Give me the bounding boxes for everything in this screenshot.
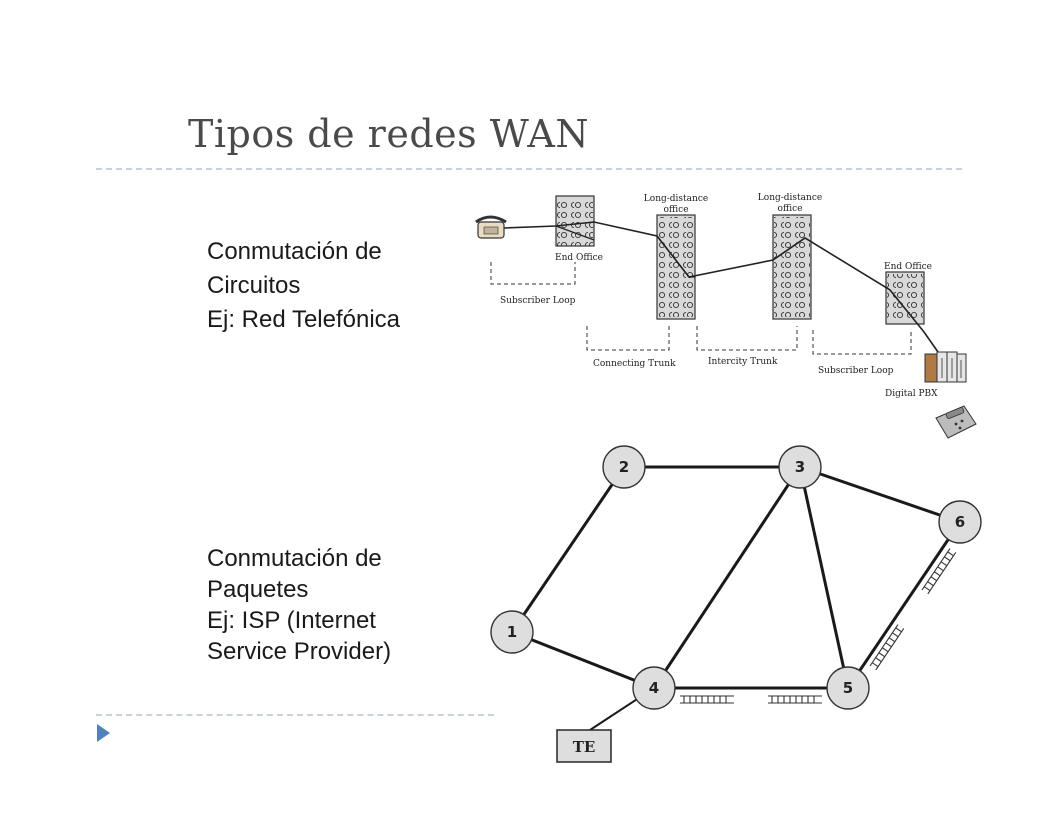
circuit-path xyxy=(502,221,939,353)
terminal-label: TE xyxy=(573,738,596,756)
network-node-5: 5 xyxy=(826,666,870,710)
connecting-trunk-bracket xyxy=(586,326,670,351)
svg-text:1: 1 xyxy=(507,623,517,641)
end-office-switch-2 xyxy=(885,271,925,325)
bullet-arrow-icon xyxy=(97,724,110,742)
packet-line-3: Ej: ISP (Internet xyxy=(207,607,376,634)
terminal-equipment-box: TE xyxy=(556,729,612,763)
slide-title: Tipos de redes WAN xyxy=(188,112,590,156)
svg-text:5: 5 xyxy=(843,679,853,697)
packet-queue-5-6a xyxy=(869,624,905,671)
network-node-3: 3 xyxy=(778,445,822,489)
long-distance-label-2b: office xyxy=(777,204,802,214)
circuit-switching-diagram: End Office Long-distance office Long-dis… xyxy=(475,193,977,439)
intercity-trunk-label: Intercity Trunk xyxy=(708,357,778,367)
network-node-1: 1 xyxy=(490,610,534,654)
end-office-label-1: End Office xyxy=(555,253,603,263)
packet-line-1: Conmutación de xyxy=(207,545,382,572)
long-distance-switch-1 xyxy=(656,214,696,320)
subscriber-loop-label-1: Subscriber Loop xyxy=(500,296,576,306)
subscriber-loop-bracket-1 xyxy=(490,262,576,285)
subscriber-loop-bracket-2 xyxy=(812,330,912,355)
network-node-4: 4 xyxy=(632,666,676,710)
svg-text:4: 4 xyxy=(649,679,659,697)
title-divider xyxy=(96,168,962,170)
bottom-divider xyxy=(96,714,494,716)
network-node-2: 2 xyxy=(602,445,646,489)
long-distance-label-1b: office xyxy=(663,205,688,215)
pbx-icon xyxy=(924,351,967,383)
digital-pbx-label: Digital PBX xyxy=(885,389,938,399)
packet-queue-4-5b xyxy=(768,695,822,704)
packet-queue-4-5a xyxy=(680,695,734,704)
subscriber-loop-label-2: Subscriber Loop xyxy=(818,366,894,376)
network-node-6: 6 xyxy=(938,500,982,544)
connecting-trunk-label: Connecting Trunk xyxy=(593,359,676,369)
circuit-line-3: Ej: Red Telefónica xyxy=(207,306,401,333)
packet-line-4: Service Provider) xyxy=(207,638,392,665)
svg-text:2: 2 xyxy=(619,458,629,476)
long-distance-switch-2 xyxy=(772,214,812,320)
circuit-switching-text: Conmutación de Circuitos Ej: Red Telefón… xyxy=(207,235,400,337)
packet-line-2: Paquetes xyxy=(207,576,309,603)
intercity-trunk-bracket xyxy=(696,326,798,351)
svg-text:6: 6 xyxy=(955,513,965,531)
long-distance-label-2a: Long-distance xyxy=(758,193,822,203)
circuit-line-2: Circuitos xyxy=(207,272,301,299)
telephone-icon xyxy=(475,215,507,239)
long-distance-label-1a: Long-distance xyxy=(644,194,708,204)
circuit-line-1: Conmutación de xyxy=(207,238,382,265)
svg-text:3: 3 xyxy=(795,458,805,476)
packet-switching-text: Conmutación de Paquetes Ej: ISP (Interne… xyxy=(207,543,391,667)
desk-phone-icon xyxy=(935,405,977,439)
end-office-label-2: End Office xyxy=(884,262,932,272)
packet-queue-5-6b xyxy=(921,548,957,595)
packet-switching-diagram: 1 2 3 4 5 6 TE xyxy=(490,445,982,763)
network-links xyxy=(510,465,962,731)
